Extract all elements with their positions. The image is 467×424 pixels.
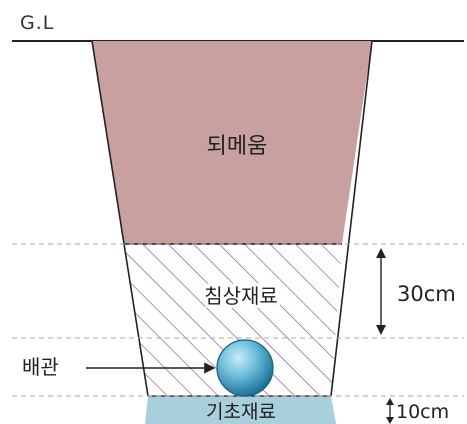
foundation-material-label: 기초재료: [206, 401, 276, 423]
foundation-zone: [145, 396, 336, 424]
backfill-zone: [92, 41, 372, 244]
ground-level-label: G.L: [20, 12, 54, 34]
foundation-depth-double-arrow-icon: [386, 398, 394, 424]
bedding-material-label: 침상재료: [204, 284, 278, 308]
trench-right-wall: [330, 40, 373, 397]
pipe-circle-icon: [216, 339, 274, 397]
trench-left-wall: [91, 40, 149, 397]
bedding-zone: [124, 244, 342, 396]
pipe-label: 배관: [22, 355, 59, 379]
foundation-depth-label: 10cm: [396, 401, 449, 423]
bedding-depth-double-arrow-icon: [376, 248, 386, 335]
backfill-label: 되메움: [207, 134, 268, 159]
bedding-depth-label: 30cm: [397, 282, 456, 306]
